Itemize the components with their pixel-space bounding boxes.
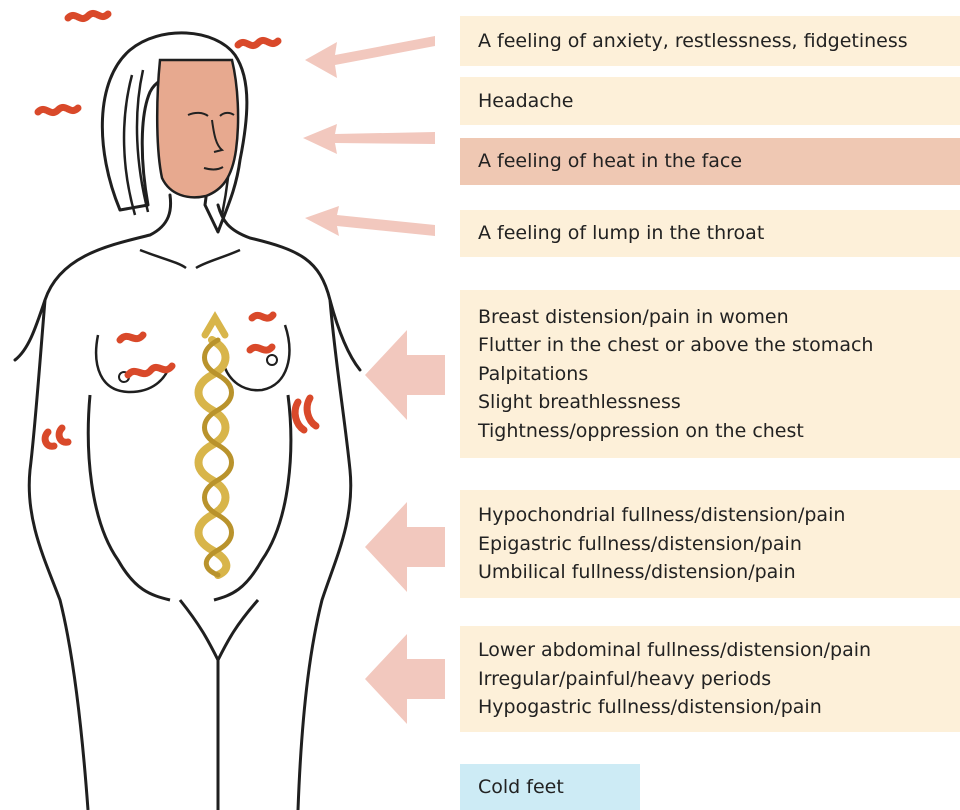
symptom-text: Hypochondrial fullness/distension/pain (478, 501, 942, 530)
symptom-text: Slight breathlessness (478, 388, 942, 417)
symptom-text: Tightness/oppression on the chest (478, 417, 942, 446)
symptom-box-lower-abdomen: Lower abdominal fullness/distension/pain… (460, 626, 960, 732)
symptom-box-abdomen: Hypochondrial fullness/distension/pain E… (460, 490, 960, 598)
qi-stagnation-chain (199, 318, 232, 575)
pointer-arrows (295, 0, 445, 810)
symptom-text: A feeling of anxiety, restlessness, fidg… (478, 27, 942, 56)
symptom-box-throat: A feeling of lump in the throat (460, 210, 960, 257)
symptom-text: A feeling of lump in the throat (478, 219, 942, 248)
arrow-thin-2 (303, 124, 435, 154)
arrow-block-2 (365, 502, 445, 592)
symptom-text: Breast distension/pain in women (478, 303, 942, 332)
symptom-text: Epigastric fullness/distension/pain (478, 530, 942, 559)
symptom-text: Flutter in the chest or above the stomac… (478, 331, 942, 360)
symptom-text: Irregular/painful/heavy periods (478, 665, 942, 694)
symptom-text: A feeling of heat in the face (478, 147, 942, 176)
arrow-thin-3 (305, 206, 435, 236)
symptom-box-cold-feet: Cold feet (460, 764, 640, 810)
symptom-text: Palpitations (478, 360, 942, 389)
breast-left (96, 335, 170, 392)
arrow-block-3 (365, 634, 445, 724)
arrow-thin-1 (305, 36, 435, 78)
symptom-text: Lower abdominal fullness/distension/pain (478, 636, 942, 665)
arrow-block-1 (365, 330, 445, 420)
symptom-text: Headache (478, 87, 942, 116)
symptom-text: Hypogastric fullness/distension/pain (478, 693, 942, 722)
symptom-box-anxiety: A feeling of anxiety, restlessness, fidg… (460, 16, 960, 66)
symptom-text: Umbilical fullness/distension/pain (478, 558, 942, 587)
symptom-box-chest: Breast distension/pain in women Flutter … (460, 290, 960, 458)
symptom-box-heat-face: A feeling of heat in the face (460, 138, 960, 185)
symptom-box-headache: Headache (460, 77, 960, 125)
breast-right (225, 325, 289, 390)
face (157, 60, 238, 197)
symptom-text: Cold feet (478, 773, 622, 802)
